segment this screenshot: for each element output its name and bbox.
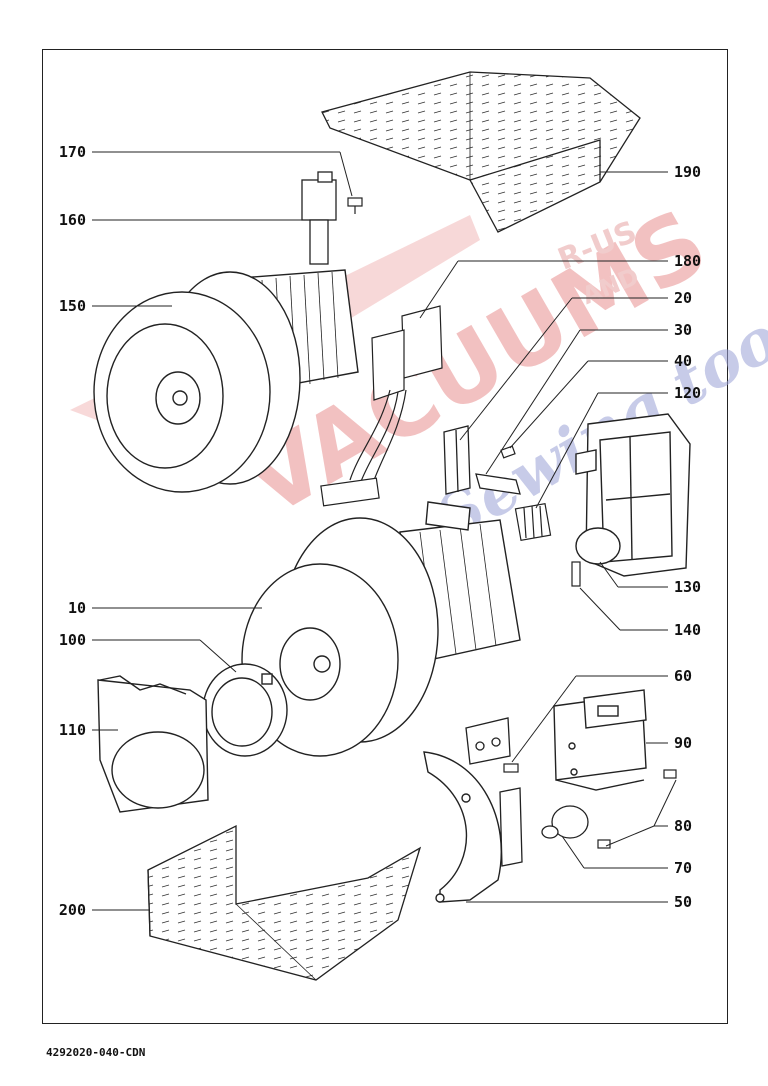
part-20-block: [443, 425, 471, 495]
callout-110: 110: [58, 721, 86, 739]
callout-120: 120: [674, 384, 702, 402]
callout-190: 190: [674, 163, 702, 181]
leader-lines: [92, 151, 677, 911]
callout-20: 20: [674, 289, 693, 307]
diagram-frame: [42, 49, 728, 1024]
callout-200: 200: [58, 901, 86, 919]
part-160-brush-holder: [301, 171, 337, 265]
plate-with-holes: [465, 717, 523, 867]
callout-150: 150: [58, 297, 86, 315]
callout-140: 140: [674, 621, 702, 639]
part-170-screw: [347, 197, 363, 214]
callout-40: 40: [674, 352, 693, 370]
callout-30: 30: [674, 321, 693, 339]
callout-180: 180: [674, 252, 702, 270]
part-50-arc-bracket: [423, 751, 502, 903]
callout-60: 60: [674, 667, 693, 685]
callout-10: 10: [67, 599, 86, 617]
callout-90: 90: [674, 734, 693, 752]
callout-100: 100: [58, 631, 86, 649]
part-110-shroud: [97, 675, 209, 813]
document-code: 4292020-040-CDN: [46, 1046, 146, 1059]
part-70-thermostat: [541, 805, 589, 839]
part-30-bracket: [475, 473, 521, 495]
part-140-screw: [571, 561, 581, 587]
part-130-housing: [575, 413, 691, 577]
callout-50: 50: [674, 893, 693, 911]
part-200-bottom-tray: [147, 824, 422, 981]
part-190-top-cover: [321, 71, 641, 233]
callout-170: 170: [58, 143, 86, 161]
callout-160: 160: [58, 211, 86, 229]
part-100-ring: [202, 663, 288, 757]
callout-80: 80: [674, 817, 693, 835]
part-60-screw: [503, 763, 519, 773]
part-120-gear: [514, 502, 552, 542]
part-40-screw: [500, 445, 516, 459]
part-150-motor: [93, 269, 359, 493]
part-180-connector: [320, 305, 443, 507]
callout-130: 130: [674, 578, 702, 596]
callout-70: 70: [674, 859, 693, 877]
part-90-switch: [553, 689, 647, 791]
part-10-motor: [241, 501, 521, 757]
